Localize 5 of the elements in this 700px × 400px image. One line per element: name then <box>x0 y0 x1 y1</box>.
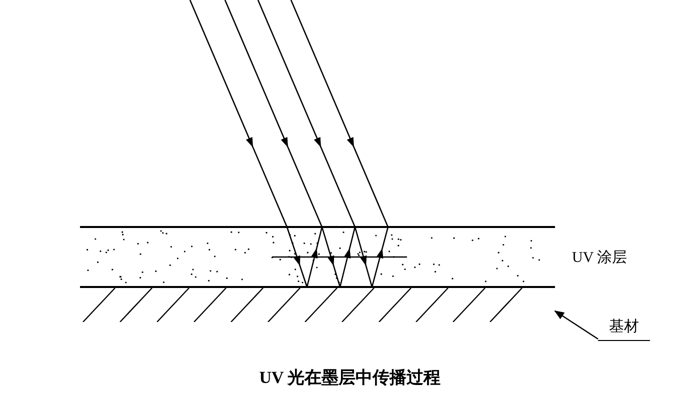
caption: UV 光在墨层中传播过程 <box>259 368 441 387</box>
substrate-hatching <box>80 286 555 322</box>
layer-label: UV 涂层 <box>572 249 628 267</box>
leader-line <box>554 310 598 340</box>
part-label: 基材 <box>598 316 650 341</box>
